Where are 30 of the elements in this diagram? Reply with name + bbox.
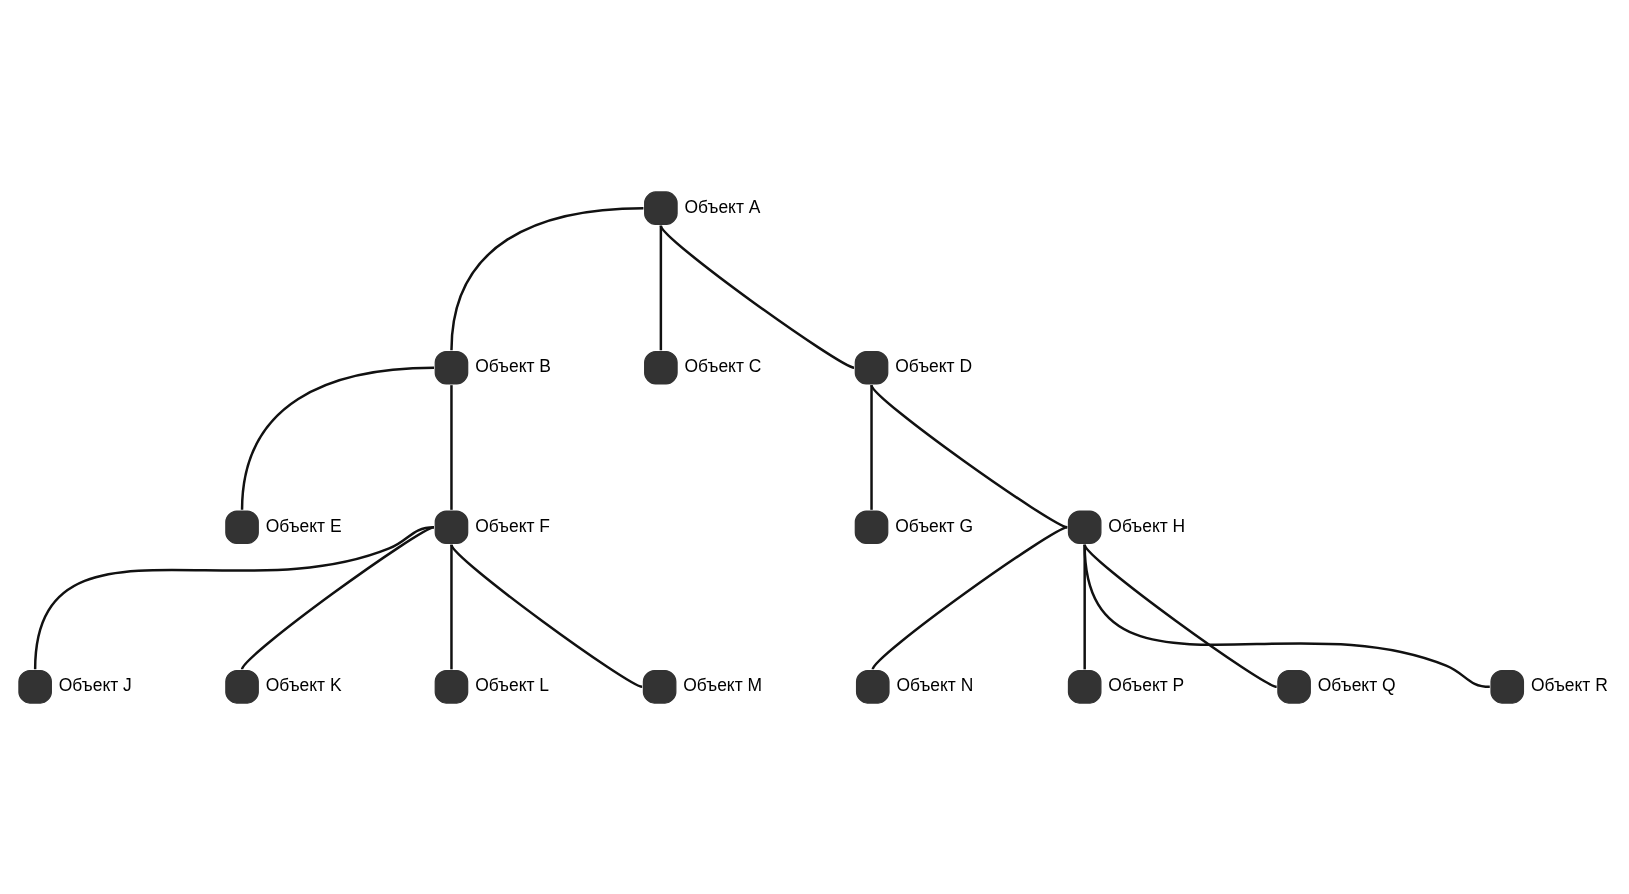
node-label: Объект P: [1108, 674, 1185, 695]
connector: [1083, 543, 1278, 688]
connector: [1083, 544, 1490, 688]
connector: [659, 225, 663, 350]
node-label: Объект J: [58, 674, 132, 695]
node-label: Объект L: [475, 674, 550, 695]
node-label: Объект E: [265, 515, 342, 536]
node-label: Объект K: [265, 674, 342, 695]
node-label: Объект R: [1530, 674, 1608, 695]
connector: [33, 525, 435, 669]
node-label: Объект A: [684, 196, 761, 217]
node-label: Объект N: [896, 674, 974, 695]
node-label: Объект B: [475, 355, 552, 376]
connector: [240, 366, 435, 510]
node-label: Объект D: [895, 355, 973, 376]
connector: [450, 206, 644, 350]
connector: [659, 224, 855, 369]
connector: [871, 525, 1068, 670]
connector: [450, 544, 453, 669]
connector: [241, 525, 435, 670]
connector: [870, 384, 1068, 528]
node-label: Объект M: [683, 674, 763, 695]
node-label: Объект C: [684, 355, 762, 376]
node-label: Объект F: [475, 515, 551, 536]
node-label: Объект Q: [1317, 674, 1396, 695]
connector: [450, 384, 453, 510]
node-label: Объект G: [895, 515, 974, 536]
connector: [870, 384, 873, 510]
node-label: Объект H: [1108, 515, 1186, 536]
connector: [450, 543, 643, 688]
